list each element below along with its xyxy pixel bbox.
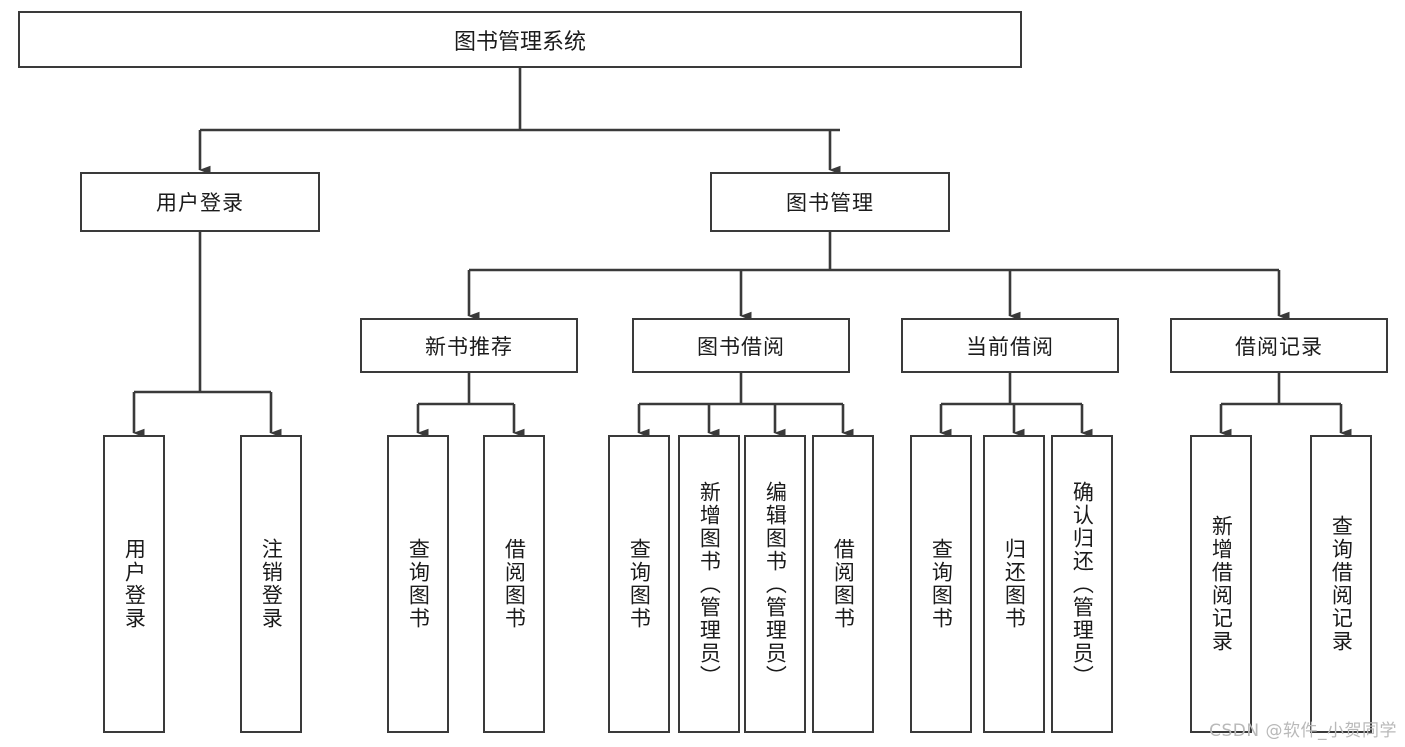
node-borrow-record[interactable]: 借阅记录 [1170, 318, 1388, 373]
leaf-user-login-label: 用户登录 [122, 538, 147, 630]
node-new-book-recommend-label: 新书推荐 [425, 334, 513, 359]
node-book-management[interactable]: 图书管理 [710, 172, 950, 232]
leaf-add-book[interactable]: 新增图书（管理员） [678, 435, 740, 733]
leaf-edit-book[interactable]: 编辑图书（管理员） [744, 435, 806, 733]
leaf-query-borrow-record[interactable]: 查询借阅记录 [1310, 435, 1372, 733]
leaf-add-borrow-record-label: 新增借阅记录 [1209, 515, 1234, 653]
node-current-borrow-label: 当前借阅 [966, 334, 1054, 359]
node-book-borrow[interactable]: 图书借阅 [632, 318, 850, 373]
leaf-query-book-2-label: 查询图书 [627, 538, 652, 630]
leaf-edit-book-label: 编辑图书（管理员） [763, 480, 788, 688]
leaf-user-login[interactable]: 用户登录 [103, 435, 165, 733]
leaf-query-book-3-label: 查询图书 [929, 538, 954, 630]
node-book-management-label: 图书管理 [786, 191, 874, 215]
node-user-login[interactable]: 用户登录 [80, 172, 320, 232]
leaf-logout-login[interactable]: 注销登录 [240, 435, 302, 733]
leaf-query-borrow-record-label: 查询借阅记录 [1329, 515, 1354, 653]
node-user-login-label: 用户登录 [156, 191, 244, 215]
node-new-book-recommend[interactable]: 新书推荐 [360, 318, 578, 373]
leaf-query-book-2[interactable]: 查询图书 [608, 435, 670, 733]
leaf-query-book-1-label: 查询图书 [406, 538, 431, 630]
node-current-borrow[interactable]: 当前借阅 [901, 318, 1119, 373]
leaf-borrow-book-1-label: 借阅图书 [502, 538, 527, 630]
leaf-add-book-label: 新增图书（管理员） [697, 480, 722, 688]
leaf-borrow-book-1[interactable]: 借阅图书 [483, 435, 545, 733]
leaf-confirm-return-label: 确认归还（管理员） [1070, 480, 1095, 688]
leaf-return-book-label: 归还图书 [1002, 538, 1027, 630]
leaf-borrow-book-2-label: 借阅图书 [831, 538, 856, 630]
leaf-query-book-3[interactable]: 查询图书 [910, 435, 972, 733]
leaf-confirm-return[interactable]: 确认归还（管理员） [1051, 435, 1113, 733]
leaf-return-book[interactable]: 归还图书 [983, 435, 1045, 733]
leaf-logout-login-label: 注销登录 [259, 538, 284, 630]
leaf-add-borrow-record[interactable]: 新增借阅记录 [1190, 435, 1252, 733]
node-root-label: 图书管理系统 [453, 29, 586, 55]
leaf-query-book-1[interactable]: 查询图书 [387, 435, 449, 733]
leaf-borrow-book-2[interactable]: 借阅图书 [812, 435, 874, 733]
node-root-system[interactable]: 图书管理系统 [18, 11, 1022, 68]
node-borrow-record-label: 借阅记录 [1235, 334, 1323, 359]
node-book-borrow-label: 图书借阅 [697, 334, 785, 359]
watermark-text: CSDN @软件_小贺同学 [1209, 721, 1397, 741]
